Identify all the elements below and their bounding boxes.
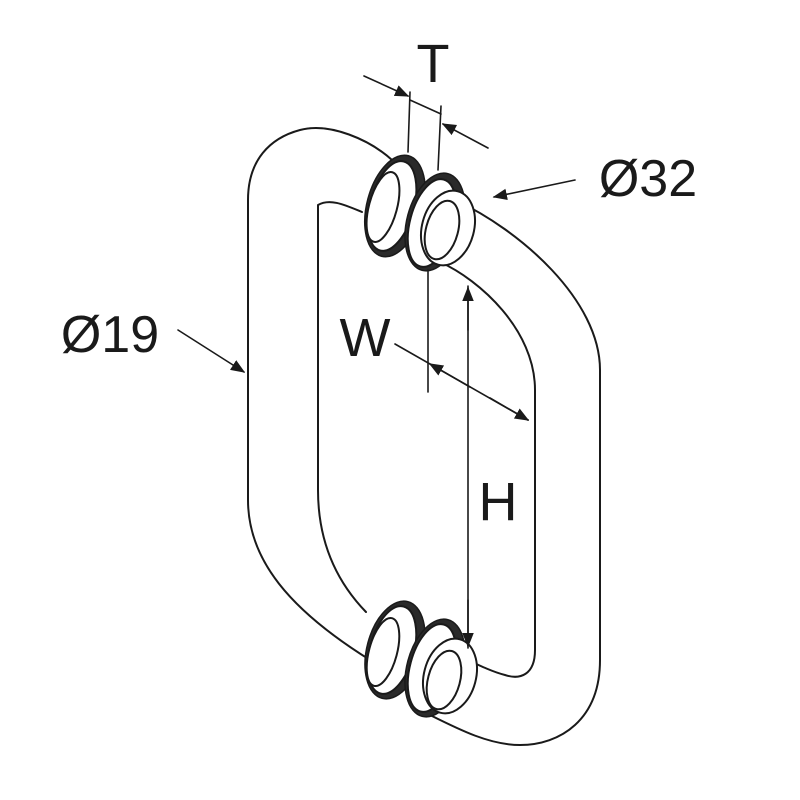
label-width: W (340, 308, 391, 368)
w-arrow-right (489, 397, 530, 421)
t-dim-line (409, 99, 442, 115)
bottom-ring-back-inner (365, 616, 401, 688)
dimension-thickness: T (363, 34, 489, 171)
dimension-mount-diameter: Ø32 (492, 150, 697, 208)
bottom-tube-cap (425, 649, 463, 711)
w-arrow-left (428, 363, 471, 388)
dimension-height: H (462, 285, 518, 649)
handle-inner-outline (317, 201, 367, 613)
d19-leader (177, 329, 246, 373)
front-bar-outer (429, 199, 601, 746)
top-mount (364, 154, 476, 272)
dimension-rod-diameter: Ø19 (61, 306, 246, 373)
label-mount-diameter: Ø32 (599, 150, 697, 208)
top-tube-cap (423, 199, 461, 261)
label-thickness: T (417, 34, 450, 94)
d32-leader (492, 179, 576, 200)
bottom-mount (364, 600, 478, 718)
top-ring-back-inner (365, 171, 401, 243)
label-height: H (479, 472, 518, 532)
t-arrow-left (363, 75, 410, 97)
t-arrow-right (441, 123, 489, 149)
front-bar-inner (439, 261, 536, 678)
t-extension-right (437, 105, 442, 171)
handle-outer-outline (247, 127, 393, 661)
dimension-width: W (340, 269, 530, 421)
handle-body (247, 127, 601, 746)
t-extension-left (407, 91, 411, 153)
label-rod-diameter: Ø19 (61, 306, 159, 364)
